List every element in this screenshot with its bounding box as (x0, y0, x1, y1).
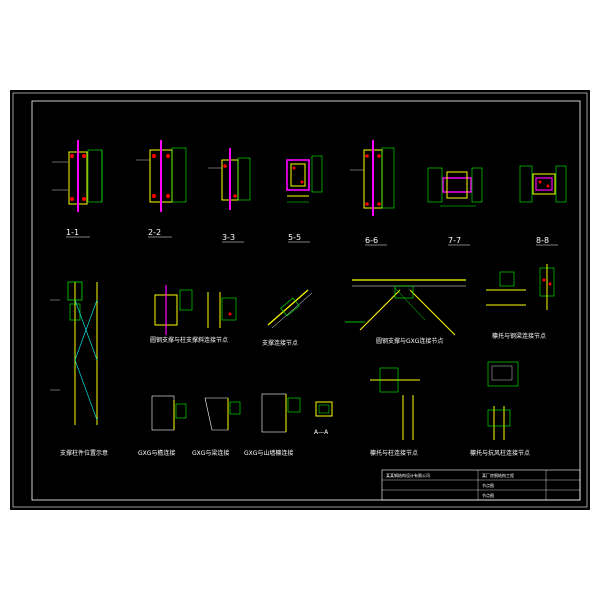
gxg-rail-detail: GXG与檐连接 (138, 395, 187, 457)
section-2-2: 2-2 (136, 140, 187, 238)
section-5-5: 5-5 (286, 155, 323, 243)
purlin-node-caption: 檩托与钢梁连接节点 (492, 332, 546, 340)
tie-node-detail: 圆钢支撑与GXG连接节点 (345, 279, 466, 345)
section-label-8-8: 8-8 (536, 236, 549, 245)
gxg-gable-caption: GXG与山墙檩连接 (244, 449, 293, 457)
purlin-column-caption: 檩托与柱连接节点 (370, 449, 418, 457)
gxg-rail-caption: GXG与檐连接 (138, 449, 175, 457)
section-label-6-6: 6-6 (365, 236, 378, 245)
column-layout-detail: 支撑柱件位置示意 (50, 281, 108, 457)
purlin-node-detail: 檩托与钢梁连接节点 (486, 264, 555, 340)
gxg-beam-caption: GXG与梁连接 (192, 449, 229, 457)
section-a-a-detail: A—A (314, 401, 333, 436)
title-block-company: 某某钢结构设计有限公司 (386, 472, 430, 478)
title-block-project: 某厂房钢结构工程 (482, 472, 514, 478)
title-block-sheet-label: 节点图 (482, 492, 494, 498)
brace-connection-caption: 圆钢支撑与柱支撑斜连接节点 (150, 336, 228, 344)
column-layout-caption: 支撑柱件位置示意 (60, 449, 108, 457)
brace-connection-detail: 圆钢支撑与柱支撑斜连接节点 (150, 285, 237, 344)
inner-frame (31, 100, 581, 501)
section-label-1-1: 1-1 (66, 228, 79, 237)
section-1-1: 1-1 (52, 140, 103, 238)
section-7-7: 7-7 (427, 167, 483, 246)
section-label-7-7: 7-7 (448, 236, 461, 245)
gxg-gable-detail: GXG与山墙檩连接 (244, 393, 301, 457)
title-block: 某某钢结构设计有限公司 某厂房钢结构工程 节点图 节点图 (381, 469, 581, 501)
section-label-2-2: 2-2 (148, 228, 161, 237)
brace-node-caption: 支撑连接节点 (262, 339, 298, 347)
section-8-8: 8-8 (519, 165, 567, 246)
section-label-3-3: 3-3 (222, 233, 235, 242)
wind-column-caption: 檩托与抗风柱连接节点 (470, 449, 530, 457)
section-a-a-caption: A—A (314, 429, 329, 436)
section-3-3: 3-3 (208, 148, 251, 243)
title-block-drawing: 节点图 (482, 482, 494, 488)
gxg-beam-detail: GXG与梁连接 (192, 397, 241, 457)
outer-frame (12, 92, 588, 508)
wind-column-detail: 檩托与抗风柱连接节点 (470, 361, 530, 457)
section-label-5-5: 5-5 (288, 233, 301, 242)
purlin-column-detail: 檩托与柱连接节点 (370, 367, 420, 457)
section-6-6: 6-6 (350, 140, 395, 246)
brace-node-detail: 支撑连接节点 (262, 289, 313, 347)
tie-node-caption: 圆钢支撑与GXG连接节点 (376, 337, 443, 345)
